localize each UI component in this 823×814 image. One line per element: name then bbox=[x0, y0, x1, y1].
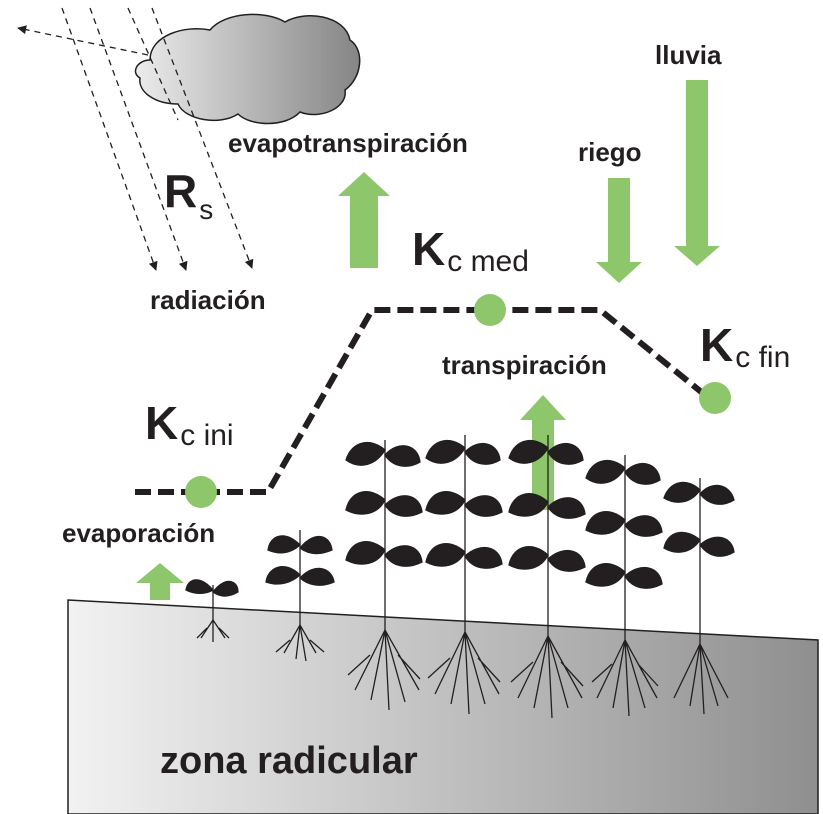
kc-fin-symbol: K bbox=[700, 319, 734, 371]
seedling bbox=[185, 579, 239, 642]
kc-fin-subscript: c fin bbox=[735, 341, 791, 374]
mature-plant-3 bbox=[508, 435, 586, 719]
kc-ini-symbol: K bbox=[145, 397, 179, 449]
kc-med-label: Kc med bbox=[412, 222, 529, 278]
evaporation-label: evaporación bbox=[62, 518, 216, 548]
radiation-symbol-subscript: s bbox=[199, 194, 214, 225]
mature-plant-2 bbox=[425, 435, 503, 715]
kc-fin-point bbox=[699, 382, 731, 414]
arrow-rain bbox=[674, 80, 720, 266]
arrow-evaporation bbox=[136, 563, 184, 600]
mature-plant-1 bbox=[345, 440, 423, 711]
kc-ini-subscript: c ini bbox=[180, 419, 234, 452]
kc-med-point bbox=[474, 294, 506, 326]
kc-fin-label: Kc fin bbox=[700, 318, 791, 374]
kc-ini-label: Kc ini bbox=[145, 396, 234, 452]
young-plant bbox=[265, 530, 335, 662]
plants bbox=[185, 435, 735, 719]
transpiration-label: transpiración bbox=[442, 350, 607, 380]
soil-block bbox=[67, 599, 819, 814]
radiation-symbol: Rs bbox=[164, 164, 213, 225]
arrow-irrigation bbox=[596, 178, 642, 283]
radiation-label: radiación bbox=[150, 285, 266, 315]
root-zone-label: zona radicular bbox=[160, 740, 418, 782]
irrigation-label: riego bbox=[578, 137, 642, 167]
kc-med-subscript: c med bbox=[447, 245, 529, 278]
mature-plant-4 bbox=[585, 455, 663, 717]
evapotranspiration-label: evapotranspiración bbox=[228, 128, 468, 158]
kc-ini-point bbox=[185, 476, 217, 508]
radiation-rays bbox=[17, 7, 254, 271]
kc-med-symbol: K bbox=[412, 223, 446, 275]
rain-label: lluvia bbox=[655, 40, 722, 70]
mature-plant-5 bbox=[663, 478, 735, 715]
mature-plants bbox=[345, 435, 735, 719]
radiation-symbol-letter: R bbox=[164, 165, 198, 217]
cloud-shape bbox=[134, 13, 361, 125]
arrow-evapotranspiration bbox=[338, 172, 390, 268]
